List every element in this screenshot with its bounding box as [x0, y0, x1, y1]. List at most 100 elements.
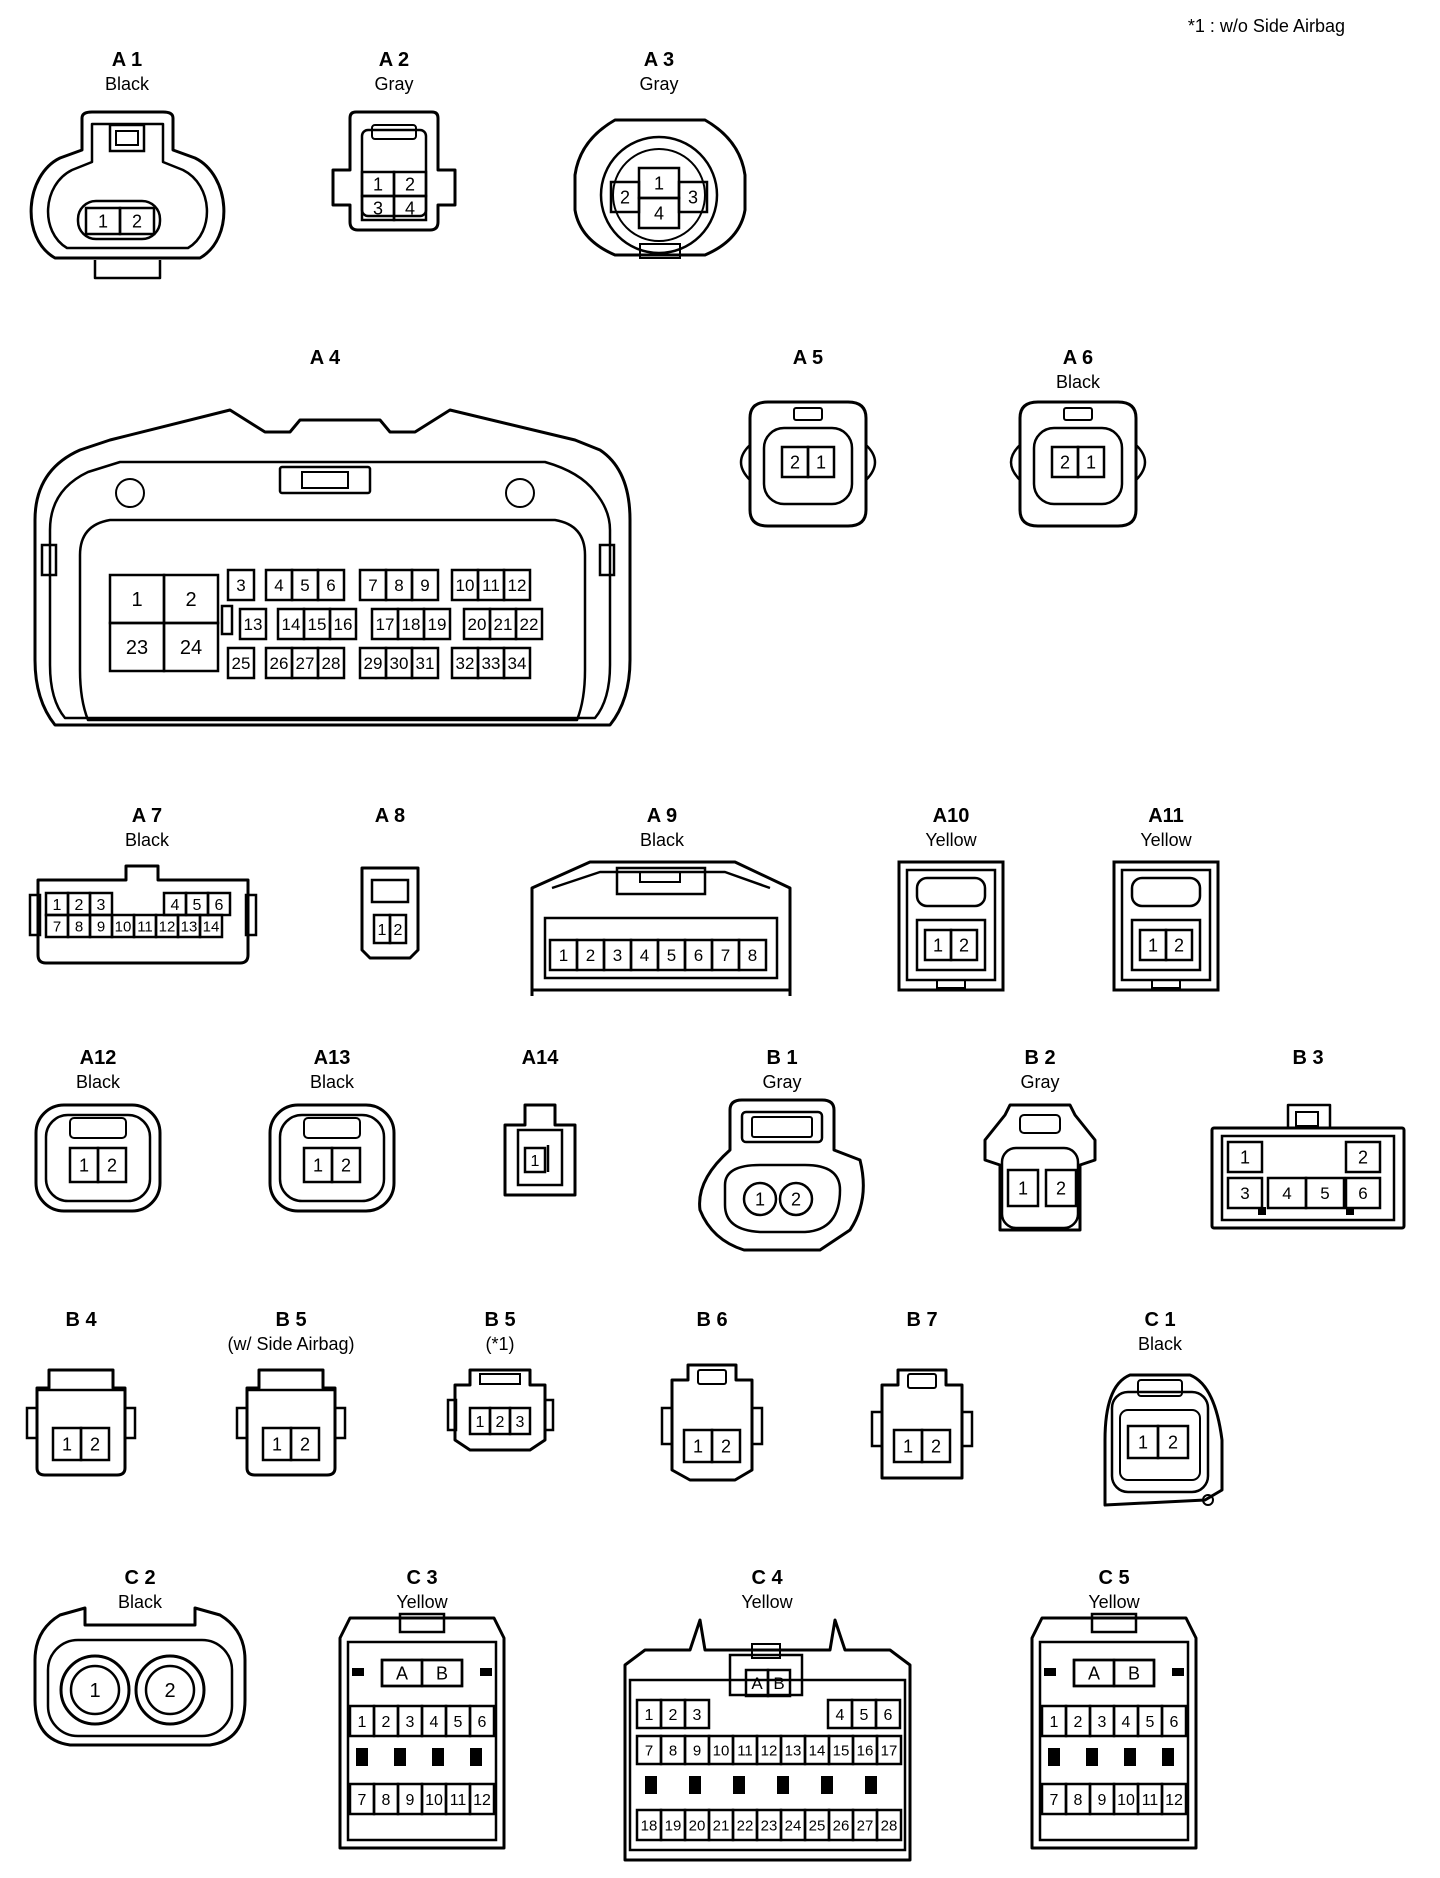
- pin-number: 1: [645, 1707, 654, 1724]
- footnote-side-airbag: *1 : w/o Side Airbag: [1187, 16, 1345, 36]
- pin-number: 20: [468, 615, 487, 634]
- pin-number: 23: [126, 637, 148, 659]
- pin-number: 5: [1146, 1714, 1155, 1731]
- pin-number: 8: [1074, 1792, 1083, 1809]
- pin-number: 13: [244, 615, 263, 634]
- connector-code: B 5: [275, 1309, 306, 1331]
- connector-code: A 6: [1063, 347, 1093, 369]
- pin-number: 10: [1117, 1792, 1135, 1809]
- pin-number: 7: [368, 576, 377, 595]
- pin-number: 2: [959, 935, 969, 955]
- pin-number: 13: [785, 1742, 802, 1759]
- connector-color: Gray: [1020, 1072, 1059, 1092]
- pin-number: 9: [1098, 1792, 1107, 1809]
- pin-number: 1: [53, 897, 62, 914]
- connector-color: Gray: [762, 1072, 801, 1092]
- connector-code: A 1: [112, 49, 142, 71]
- connector-color: Yellow: [1088, 1592, 1140, 1612]
- pin-number: 9: [420, 576, 429, 595]
- pin-number: 14: [203, 918, 220, 935]
- pin-number: 2: [132, 211, 142, 231]
- pin-number: 17: [376, 615, 395, 634]
- pin-number: 18: [402, 615, 421, 634]
- pin-number: 2: [790, 452, 800, 472]
- pin-number: 24: [180, 637, 202, 659]
- pin-number: 1: [531, 1153, 540, 1170]
- pin-number: 4: [171, 897, 180, 914]
- connector-color: (*1): [485, 1334, 514, 1354]
- pin-number: A: [1088, 1663, 1100, 1683]
- pin-number: 1: [1138, 1432, 1148, 1452]
- connector-code: A 7: [132, 805, 162, 827]
- connector-code: A 5: [793, 347, 823, 369]
- pin-number: 2: [300, 1434, 310, 1454]
- pin-number: 12: [159, 918, 176, 935]
- pin-number: 30: [390, 654, 409, 673]
- connector-code: B 3: [1292, 1047, 1323, 1069]
- pin-number: 5: [300, 576, 309, 595]
- connector-color: Black: [310, 1072, 355, 1092]
- pin-number: 2: [1060, 452, 1070, 472]
- connector-color: Black: [118, 1592, 163, 1612]
- pin-number: 8: [382, 1792, 391, 1809]
- pin-number: 7: [1050, 1792, 1059, 1809]
- pin-number: 7: [645, 1742, 653, 1759]
- pin-number: 8: [394, 576, 403, 595]
- connector-color: Black: [1138, 1334, 1183, 1354]
- pin-number: 6: [1358, 1184, 1367, 1203]
- pin-number: 3: [516, 1414, 525, 1431]
- connector-code: A11: [1148, 805, 1184, 827]
- pin-number: 3: [406, 1714, 415, 1731]
- pin-number: B: [436, 1663, 448, 1683]
- pin-number: 6: [326, 576, 335, 595]
- connector-code: A 3: [644, 49, 674, 71]
- pin-number: 27: [857, 1817, 874, 1834]
- pin-number: 1: [62, 1434, 72, 1454]
- pin-number: 8: [748, 946, 757, 965]
- pin-number: 20: [689, 1817, 706, 1834]
- pin-number: B: [773, 1674, 784, 1693]
- pin-number: 2: [791, 1189, 801, 1209]
- pin-number: 19: [665, 1817, 682, 1834]
- pin-number: 3: [97, 897, 106, 914]
- pin-number: 1: [1148, 935, 1158, 955]
- connector-code: A 2: [379, 49, 409, 71]
- pin-number: 2: [75, 897, 84, 914]
- pin-number: 1: [816, 452, 826, 472]
- connector-code: A13: [314, 1047, 351, 1069]
- connector-color: (w/ Side Airbag): [227, 1334, 354, 1354]
- pin-number: 32: [456, 654, 475, 673]
- pin-number: 4: [836, 1707, 845, 1724]
- pin-number: 6: [884, 1707, 893, 1724]
- pin-number: 15: [308, 615, 327, 634]
- pin-number: 23: [761, 1817, 778, 1834]
- pin-number: 2: [405, 174, 415, 194]
- pin-number: 9: [97, 918, 105, 935]
- pin-number: 4: [274, 576, 283, 595]
- pin-number: 14: [282, 615, 301, 634]
- connector-color: Gray: [374, 74, 413, 94]
- pin-number: 5: [1320, 1184, 1329, 1203]
- connector-code: B 5: [484, 1309, 515, 1331]
- pin-number: 26: [833, 1817, 850, 1834]
- pin-number: 2: [107, 1155, 117, 1175]
- pin-number: 21: [713, 1817, 730, 1834]
- pin-number: 4: [405, 198, 415, 218]
- pin-number: 18: [641, 1817, 658, 1834]
- pin-number: 2: [931, 1436, 941, 1456]
- pin-number: 34: [508, 654, 527, 673]
